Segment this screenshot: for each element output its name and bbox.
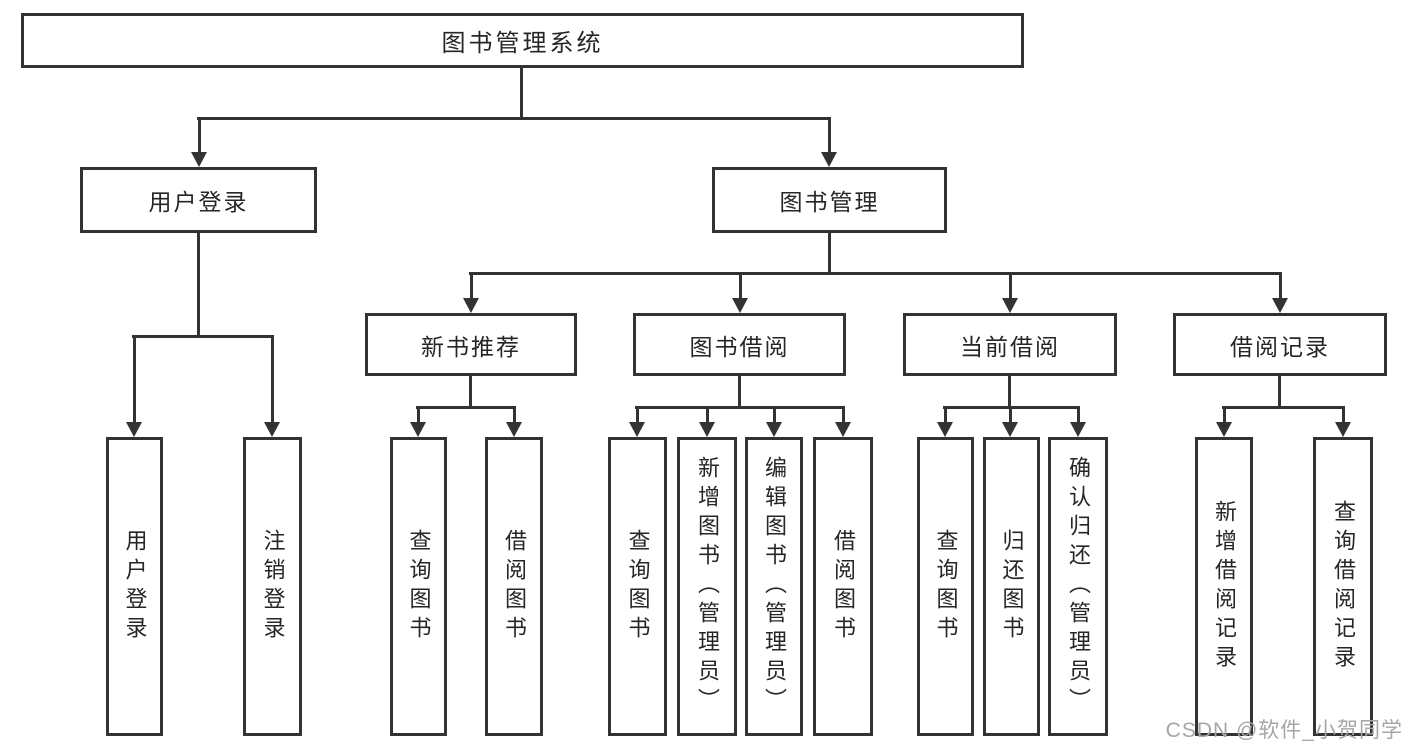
node-borrow-books-label: 借阅图书: [831, 528, 856, 645]
arrowhead-to-login: [126, 335, 142, 437]
node-borrow-books: 借阅图书: [485, 437, 543, 736]
node-query-borrow-record: 查询借阅记录: [1313, 437, 1373, 736]
arrowhead-to-query-books: [937, 406, 953, 437]
arrowhead-to-query-borrow-record: [1335, 406, 1351, 437]
node-query-books: 查询图书: [390, 437, 447, 736]
arrowhead-to-borrow-books: [506, 406, 522, 437]
node-new-book-recommend-label: 新书推荐: [421, 333, 521, 360]
node-book-borrow: 图书借阅: [633, 313, 846, 376]
node-confirm-return-admin-label: 确认归还（管理员）: [1066, 456, 1091, 717]
node-query-books-label: 查询图书: [406, 528, 432, 645]
node-current-borrow: 当前借阅: [903, 313, 1117, 376]
arrowhead-to-add-borrow-record: [1216, 406, 1232, 437]
node-query-books-label: 查询图书: [625, 528, 651, 645]
node-library-system-label: 图书管理系统: [441, 30, 604, 57]
node-add-borrow-record-label: 新增借阅记录: [1212, 499, 1237, 674]
node-user-login: 用户登录: [80, 167, 317, 233]
node-return-books: 归还图书: [983, 437, 1040, 736]
node-logout: 注销登录: [243, 437, 302, 736]
node-confirm-return-admin: 确认归还（管理员）: [1048, 437, 1108, 736]
arrowhead-to-confirm-return: [1070, 406, 1086, 437]
arrowhead-to-user-login: [191, 117, 207, 167]
node-query-borrow-record-label: 查询借阅记录: [1331, 499, 1356, 674]
node-add-borrow-record: 新增借阅记录: [1195, 437, 1253, 736]
connector-borrow-records-rail: [1222, 406, 1345, 409]
arrowhead-to-borrow-records: [1272, 272, 1288, 313]
node-query-books: 查询图书: [608, 437, 667, 736]
connector-current-borrow-stem: [1008, 375, 1011, 407]
connector-book-borrow-rail: [635, 406, 845, 409]
arrowhead-to-borrow-books: [835, 406, 851, 437]
node-borrow-books-label: 借阅图书: [502, 528, 527, 645]
arrowhead-to-new-book-recommend: [463, 272, 479, 313]
node-borrow-records-label: 借阅记录: [1230, 333, 1330, 360]
connector-root-stem: [520, 68, 523, 119]
arrowhead-to-query-books: [629, 406, 645, 437]
node-return-books-label: 归还图书: [999, 528, 1025, 645]
node-current-borrow-label: 当前借阅: [960, 333, 1060, 360]
node-query-books: 查询图书: [917, 437, 974, 736]
node-login-label: 用户登录: [122, 528, 148, 645]
node-add-book-admin: 新增图书（管理员）: [677, 437, 737, 736]
node-library-system: 图书管理系统: [21, 13, 1024, 68]
node-book-management-label: 图书管理: [779, 189, 880, 215]
connector-user-login-rail: [132, 335, 274, 338]
node-edit-book-admin: 编辑图书（管理员）: [745, 437, 803, 736]
connector-book-borrow-stem: [738, 375, 741, 407]
connector-new-book-recommend-stem: [469, 375, 472, 407]
node-login: 用户登录: [106, 437, 163, 736]
arrowhead-to-query-books: [410, 406, 426, 437]
arrowhead-to-add-book: [699, 406, 715, 437]
arrowhead-to-edit-book: [766, 406, 782, 437]
node-query-books-label: 查询图书: [933, 528, 959, 645]
connector-current-borrow-rail: [943, 406, 1080, 409]
arrowhead-to-book-borrow: [732, 272, 748, 313]
connector-book-management-rail: [469, 272, 1282, 275]
node-edit-book-admin-label: 编辑图书（管理员）: [762, 456, 787, 717]
arrowhead-to-logout: [264, 335, 280, 437]
node-new-book-recommend: 新书推荐: [365, 313, 577, 376]
csdn-watermark: CSDN @软件_小贺同学: [1165, 719, 1403, 742]
connector-root-rail: [197, 117, 831, 120]
node-user-login-label: 用户登录: [148, 189, 249, 215]
connector-borrow-records-stem: [1278, 375, 1281, 407]
arrowhead-to-current-borrow: [1002, 272, 1018, 313]
node-book-borrow-label: 图书借阅: [689, 333, 790, 360]
connector-book-management-stem: [828, 233, 831, 274]
node-logout-label: 注销登录: [260, 528, 286, 645]
node-borrow-records: 借阅记录: [1173, 313, 1387, 376]
node-borrow-books: 借阅图书: [813, 437, 873, 736]
connector-new-book-recommend-rail: [416, 406, 516, 409]
arrowhead-to-return-books: [1002, 406, 1018, 437]
node-add-book-admin-label: 新增图书（管理员）: [695, 456, 720, 717]
node-book-management: 图书管理: [712, 167, 947, 233]
arrowhead-to-book-management: [821, 117, 837, 167]
connector-user-login-stem: [197, 233, 200, 336]
